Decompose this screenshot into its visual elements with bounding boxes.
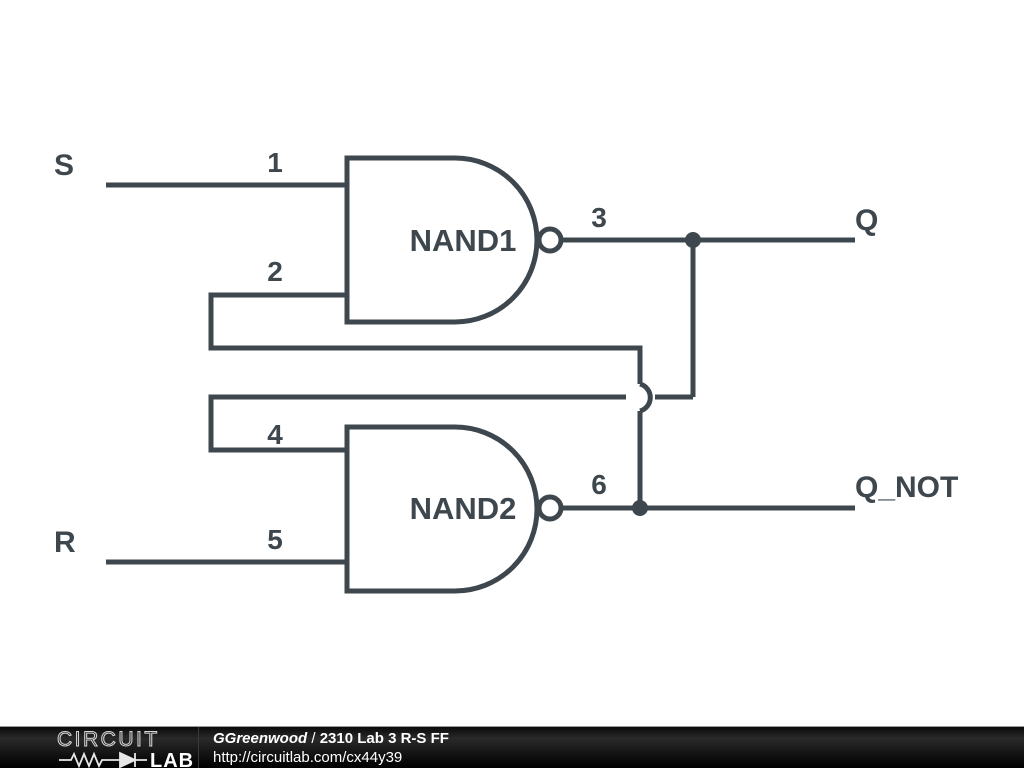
port-label-r: R [54,526,76,559]
junction-qnot [632,500,648,516]
footer-url[interactable]: http://circuitlab.com/cx44y39 [213,749,403,766]
nand2-body [344,424,540,594]
gate-nand2[interactable]: NAND2 [344,424,564,594]
gate-nand1[interactable]: NAND1 [344,155,564,325]
port-label-s: S [54,149,74,182]
footer-circuit-title: 2310 Lab 3 R-S FF [319,730,449,747]
nand1-body [344,155,540,325]
footer-divider [198,727,199,768]
circuitlab-logo[interactable]: CIRCUIT LAB [57,727,197,768]
nand2-output-bubble [536,494,564,522]
wire-qnot-feedback-to-nand1-in2[interactable] [208,292,643,384]
pin-label-2: 2 [267,256,283,287]
resistor-icon [59,751,112,768]
port-label-q-not: Q_NOT [855,471,958,504]
logo-lab-text: LAB [150,750,194,768]
logo-circuit-text: CIRCUIT [57,728,160,751]
footer-separator: / [307,730,320,747]
wire-q-feedback-to-nand2-in4[interactable] [208,394,626,453]
nand2-label: NAND2 [410,491,517,526]
pin-label-4: 4 [267,419,283,450]
junction-q [685,232,701,248]
footer-title-line: GGreenwood / 2310 Lab 3 R-S FF [213,729,449,748]
wire-crossover-hop [639,381,653,414]
footer-bar: CIRCUIT LAB GGreenwood / 2310 Lab 3 R-S … [0,726,1024,768]
circuit-schematic: NAND1 NAND2 S R Q Q_NOT 1 [54,147,958,594]
pin-label-5: 5 [267,524,283,555]
diode-icon [112,751,147,768]
nand1-output-bubble [536,226,564,254]
footer-author: GGreenwood [213,730,308,747]
port-label-q: Q [855,204,878,237]
pin-label-3: 3 [591,202,607,233]
pin-label-6: 6 [591,469,607,500]
nand1-label: NAND1 [410,223,517,258]
footer-meta: GGreenwood / 2310 Lab 3 R-S FF http://ci… [213,729,449,767]
pin-label-1: 1 [267,147,283,178]
